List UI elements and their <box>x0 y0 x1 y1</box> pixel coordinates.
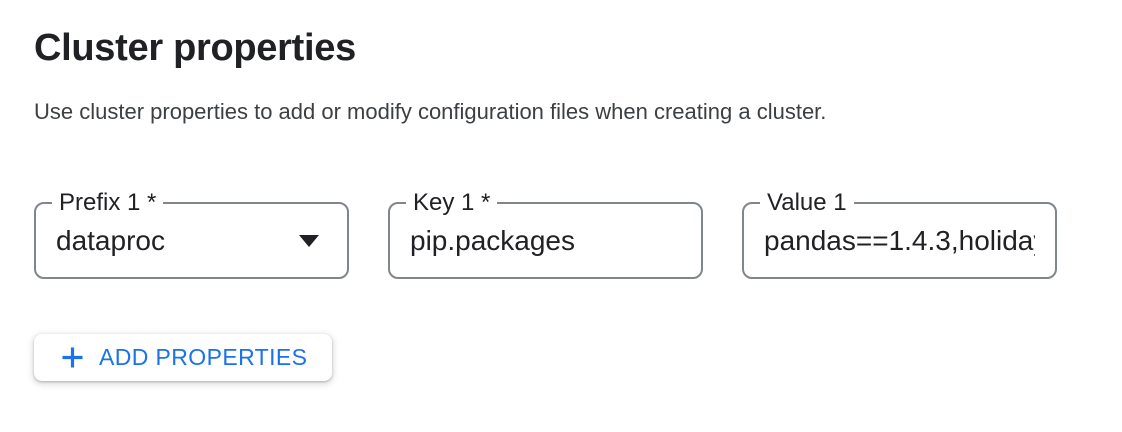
section-description: Use cluster properties to add or modify … <box>34 99 827 124</box>
value-label: Value 1 <box>760 188 854 218</box>
key-input[interactable] <box>410 224 681 257</box>
key-field: Key 1 * <box>388 188 703 279</box>
property-row: Prefix 1 * dataproc Key 1 * Value 1 <box>34 188 1088 279</box>
add-properties-button[interactable]: ADD PROPERTIES <box>34 334 333 381</box>
value-input[interactable] <box>764 224 1035 257</box>
value-field: Value 1 <box>742 188 1057 279</box>
page-title: Cluster properties <box>34 27 356 69</box>
cluster-properties-section: Cluster properties Use cluster propertie… <box>34 27 1088 381</box>
prefix-selected-value: dataproc <box>56 224 165 256</box>
plus-icon <box>62 347 83 368</box>
prefix-label: Prefix 1 * <box>52 188 164 218</box>
add-properties-label: ADD PROPERTIES <box>99 344 308 370</box>
prefix-select[interactable]: Prefix 1 * dataproc <box>34 188 349 279</box>
key-label: Key 1 * <box>406 188 498 218</box>
dropdown-arrow-icon <box>299 234 319 247</box>
